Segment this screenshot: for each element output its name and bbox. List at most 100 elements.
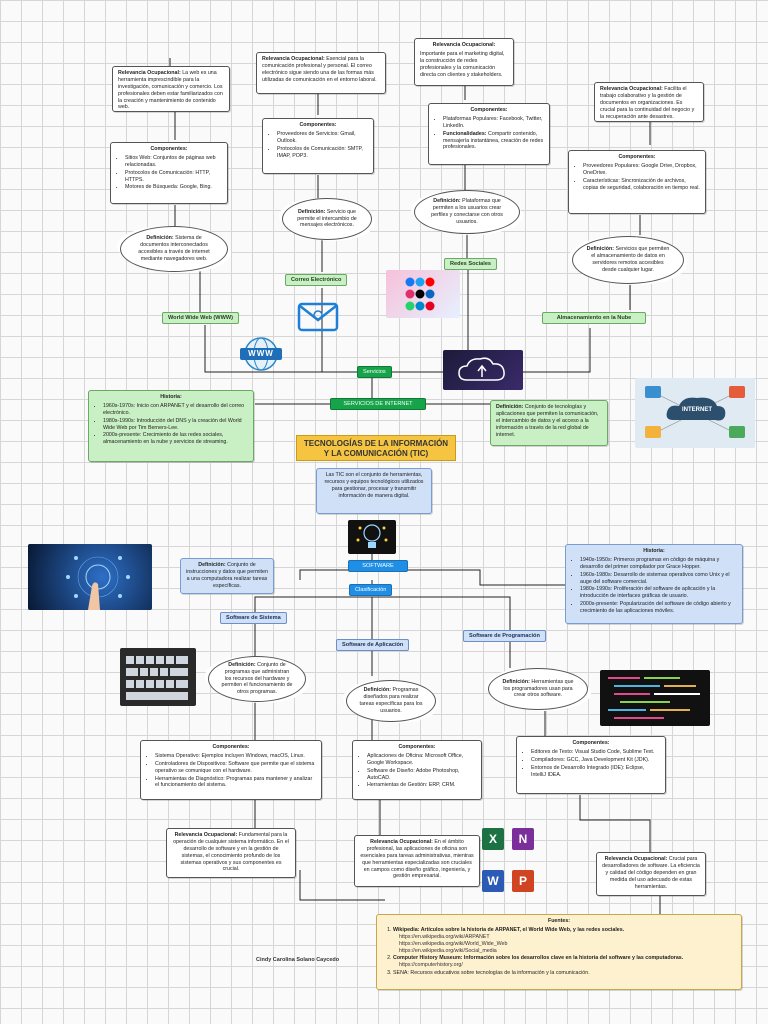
www-relevancia-text: La web es una herramienta imprescindible…: [118, 70, 223, 111]
www-componentes-box: Componentes: Sitios Web: Conjuntos de pá…: [110, 142, 228, 204]
list-item: Sistema Operativo: Ejemplos incluyen Win…: [155, 753, 316, 760]
aplicacion-relevancia-label: Relevancia Ocupacional:: [370, 839, 433, 845]
source-link[interactable]: https://computerhistory.org/: [399, 962, 463, 969]
redes-componentes-title: Componentes:: [470, 107, 508, 113]
list-item: Motores de Búsqueda: Google, Bing.: [125, 184, 222, 191]
software-historia-box: Historia: 1940s-1950s: Primeros programa…: [565, 544, 743, 624]
nube-componentes-title: Componentes:: [618, 154, 656, 160]
list-item: Sitios Web: Conjuntos de páginas web rel…: [125, 155, 222, 169]
redes-node[interactable]: Redes Sociales: [444, 258, 498, 270]
www-componentes-title: Componentes:: [150, 146, 188, 152]
sistema-relevancia-text: Fundamental para la operación de cualqui…: [173, 832, 289, 873]
programacion-relevancia-box: Relevancia Ocupacional: Crucial para des…: [596, 852, 706, 896]
aplicacion-relevancia-box: Relevancia Ocupacional: En el ámbito pro…: [354, 835, 480, 887]
list-item: 2000s-presente: Popularización del softw…: [580, 601, 737, 615]
redes-componentes-box: Componentes: Plataformas Populares: Face…: [428, 103, 550, 165]
internet-definicion-label: Definición:: [496, 404, 524, 410]
list-item: 1940s-1950s: Primeros programas en códig…: [580, 557, 737, 571]
nube-relevancia-label: Relevancia Ocupacional:: [600, 86, 663, 92]
redes-comp2-label: Funcionalidades:: [443, 130, 487, 137]
source-link[interactable]: https://en.wikipedia.org/wiki/Social_med…: [399, 947, 497, 954]
www-globe-icon: WWW: [240, 336, 282, 372]
correo-relevancia-text: Esencial para la comunicación profesiona…: [262, 56, 377, 83]
programacion-relevancia-text: Crucial para desarrolladores de software…: [602, 856, 700, 890]
email-envelope-icon: [297, 300, 339, 334]
list-item: Herramientas de Gestión: ERP, CRM.: [367, 782, 476, 789]
sources-title: Fuentes:: [547, 918, 571, 924]
correo-componentes-box: Componentes: Proveedores de Servicios: G…: [262, 118, 374, 174]
correo-componentes-list: Proveedores de Servicios: Gmail, Outlook…: [268, 131, 368, 160]
software-programacion-node[interactable]: Software de Programación: [463, 630, 546, 642]
list-item: Protocolos de Comunicación: HTTP, HTTPS.: [125, 170, 222, 184]
aplicacion-definicion-text: Programas diseñados para realizar tareas…: [359, 687, 423, 714]
cloud-upload-image: [443, 350, 523, 390]
source-item: Computer History Museum: Información sob…: [393, 955, 736, 969]
www-definicion-text: Sistema de documentos interconectados ac…: [138, 235, 210, 262]
software-definicion-box: Definición: Conjunto de instrucciones y …: [180, 558, 274, 594]
source-item: Wikipedia: Artículos sobre la historia d…: [393, 927, 736, 955]
programacion-definicion-text: Herramientas que los programadores usan …: [503, 678, 574, 699]
correo-relevancia-label: Relevancia Ocupacional:: [262, 56, 325, 62]
aplicacion-definicion-label: Definición:: [363, 687, 391, 694]
redes-relevancia-label: Relevancia Ocupacional:: [432, 42, 496, 48]
source-link[interactable]: https://en.wikipedia.org/wiki/World_Wide…: [399, 940, 508, 947]
internet-definicion-text: Conjunto de tecnologías y aplicaciones q…: [496, 404, 599, 438]
intro-box: Las TIC son el conjunto de herramientas,…: [316, 468, 432, 514]
software-sistema-node[interactable]: Software de Sistema: [220, 612, 287, 624]
page-title: TECNOLOGÍAS DE LA INFORMACIÓN Y LA COMUN…: [296, 435, 456, 461]
servicios-internet-node[interactable]: SERVICIOS DE INTERNET: [330, 398, 426, 410]
www-relevancia-box: Relevancia Ocupacional: La web es una he…: [112, 66, 230, 112]
correo-definicion-label: Definición:: [297, 208, 326, 215]
programacion-componentes-list: Editores de Texto: Visual Studio Code, S…: [522, 749, 660, 779]
redes-comp1-label: Plataformas Populares:: [443, 115, 499, 122]
aplicacion-definicion-cloud: Definición: Programas diseñados para rea…: [346, 680, 436, 722]
internet-definicion-box: Definición: Conjunto de tecnologías y ap…: [490, 400, 608, 446]
list-item: Proveedores de Servicios: Gmail, Outlook…: [277, 131, 368, 145]
list-item: 2000s-presente: Crecimiento de las redes…: [103, 432, 248, 446]
www-relevancia-label: Relevancia Ocupacional:: [118, 70, 181, 76]
list-item: Software de Diseño: Adobe Photoshop, Aut…: [367, 768, 476, 782]
list-item: Editores de Texto: Visual Studio Code, S…: [531, 749, 660, 756]
keyboard-image: [120, 648, 196, 706]
sources-list: Wikipedia: Artículos sobre la historia d…: [382, 927, 736, 977]
source-item: SENA: Recursos educativos sobre tecnolog…: [393, 970, 736, 977]
word-icon: W: [482, 870, 504, 892]
www-node[interactable]: World Wide Web (WWW): [162, 312, 239, 324]
www-definicion-cloud: Definición: Sistema de documentos interc…: [120, 226, 228, 272]
touch-screen-image: [28, 544, 152, 610]
list-item: Controladores de Dispositivos: Software …: [155, 761, 316, 775]
code-screen-image: [600, 670, 710, 726]
software-definicion-text: Conjunto de instrucciones y datos que pe…: [186, 562, 268, 589]
nube-node[interactable]: Almacenamiento en la Nube: [542, 312, 646, 324]
list-item: 1980s-1990s: Proliferación del software …: [580, 586, 737, 600]
software-aplicacion-node[interactable]: Software de Aplicación: [336, 639, 410, 651]
list-item: 1960s-1980s: Desarrollo de sistemas oper…: [580, 572, 737, 586]
programacion-definicion-label: Definición:: [502, 678, 530, 685]
list-item: 1980s-1990s: Introducción del DNS y la c…: [103, 418, 248, 432]
list-item: Aplicaciones de Oficina: Microsoft Offic…: [367, 753, 476, 767]
source-link[interactable]: https://en.wikipedia.org/wiki/ARPANET: [399, 933, 490, 940]
clasificacion-node[interactable]: Clasificación: [349, 584, 393, 596]
list-item: Proveedores Populares: Google Drive, Dro…: [583, 163, 700, 177]
correo-node[interactable]: Correo Electrónico: [285, 274, 348, 286]
nube-componentes-box: Componentes: Proveedores Populares: Goog…: [568, 150, 706, 214]
source-text: Computer History Museum: Información sob…: [393, 955, 684, 962]
software-node[interactable]: SOFTWARE: [348, 560, 408, 572]
sistema-componentes-list: Sistema Operativo: Ejemplos incluyen Win…: [146, 753, 316, 789]
sistema-definicion-text: Conjunto de programas que administran lo…: [221, 661, 293, 696]
internet-historia-box: Historia: 1960s-1970s: Inicio con ARPANE…: [88, 390, 254, 462]
lightbulb-image: [348, 520, 396, 554]
software-historia-list: 1940s-1950s: Primeros programas en códig…: [571, 557, 737, 615]
sistema-relevancia-label: Relevancia Ocupacional:: [174, 832, 238, 838]
list-item: Plataformas Populares: Facebook, Twitter…: [443, 116, 544, 130]
internet-image-text: INTERNET: [682, 407, 712, 413]
www-icon-text: WWW: [248, 349, 274, 358]
sistema-componentes-box: Componentes: Sistema Operativo: Ejemplos…: [140, 740, 322, 800]
servicios-node[interactable]: Servicios: [357, 366, 392, 378]
office-icons: X N W P: [478, 826, 540, 896]
internet-historia-list: 1960s-1970s: Inicio con ARPANET y el des…: [94, 403, 248, 446]
social-media-image: [386, 270, 460, 318]
onenote-icon: N: [512, 828, 534, 850]
redes-componentes-list: Plataformas Populares: Facebook, Twitter…: [434, 116, 544, 151]
www-componentes-list: Sitios Web: Conjuntos de páginas web rel…: [116, 155, 222, 191]
